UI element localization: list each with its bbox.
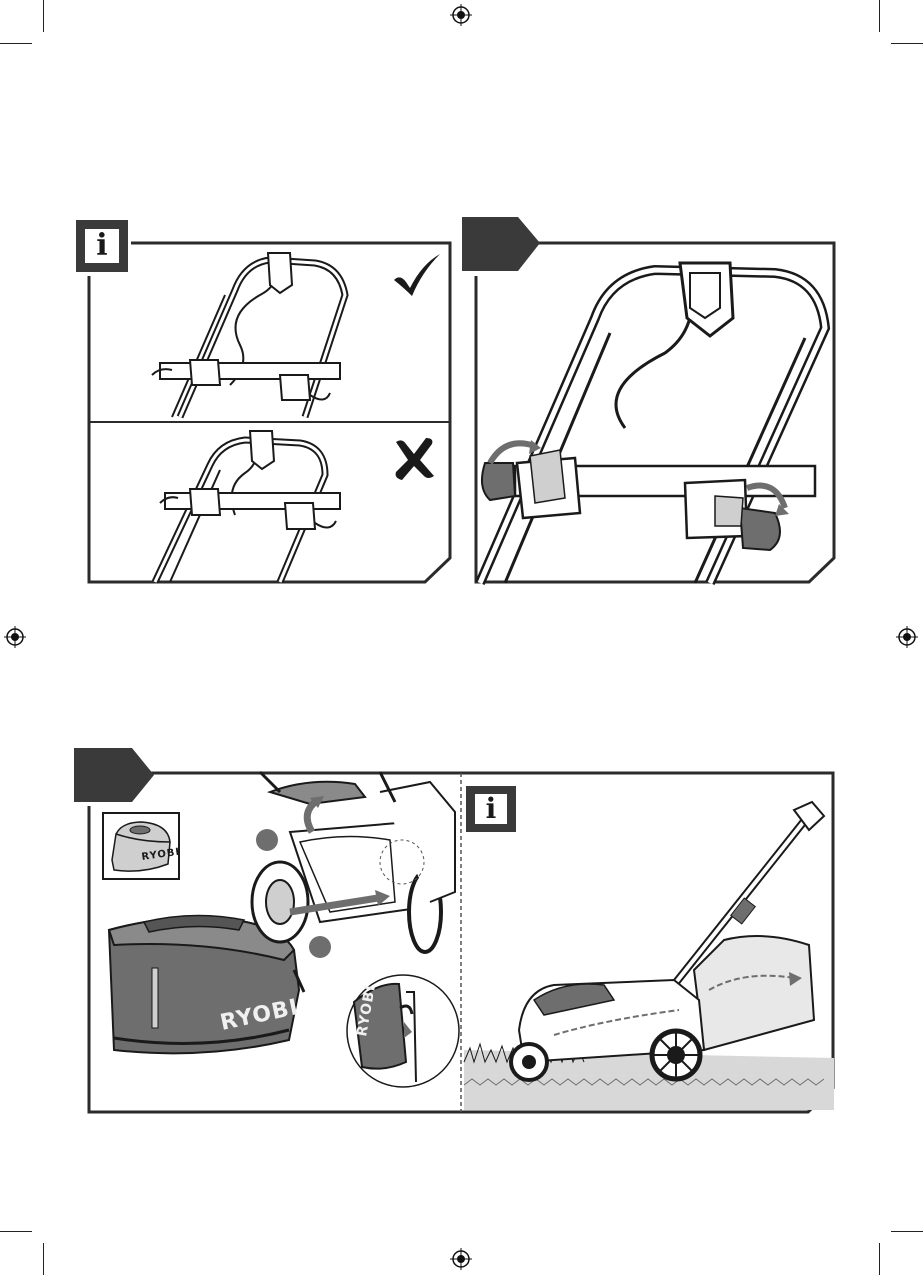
- crop-mark: [0, 1231, 32, 1232]
- registration-mark-icon: [896, 626, 918, 648]
- mower-mulching-illustration: [464, 800, 834, 1112]
- handle-correct-illustration: [150, 245, 350, 420]
- crop-mark: [43, 1243, 44, 1275]
- crop-mark: [891, 43, 923, 44]
- checkmark-icon: [392, 252, 442, 297]
- crop-mark: [879, 1243, 880, 1275]
- crop-mark: [879, 0, 880, 32]
- step-tab: [74, 748, 156, 804]
- crop-mark: [0, 43, 32, 44]
- grass-bag-thumbnail: RYOBI: [102, 812, 180, 880]
- mower-rear-illustration: [230, 772, 462, 972]
- registration-mark-icon: [450, 4, 472, 26]
- registration-mark-icon: [4, 626, 26, 648]
- registration-mark-icon: [450, 1248, 472, 1270]
- handle-incorrect-illustration: [150, 425, 350, 585]
- cross-icon: [392, 436, 436, 480]
- info-icon: i: [76, 220, 128, 272]
- crop-mark: [891, 1231, 923, 1232]
- bag-hook-detail-zoom: RYOBI: [344, 972, 462, 1090]
- crop-mark: [43, 0, 44, 32]
- handle-clips-illustration: [475, 258, 835, 583]
